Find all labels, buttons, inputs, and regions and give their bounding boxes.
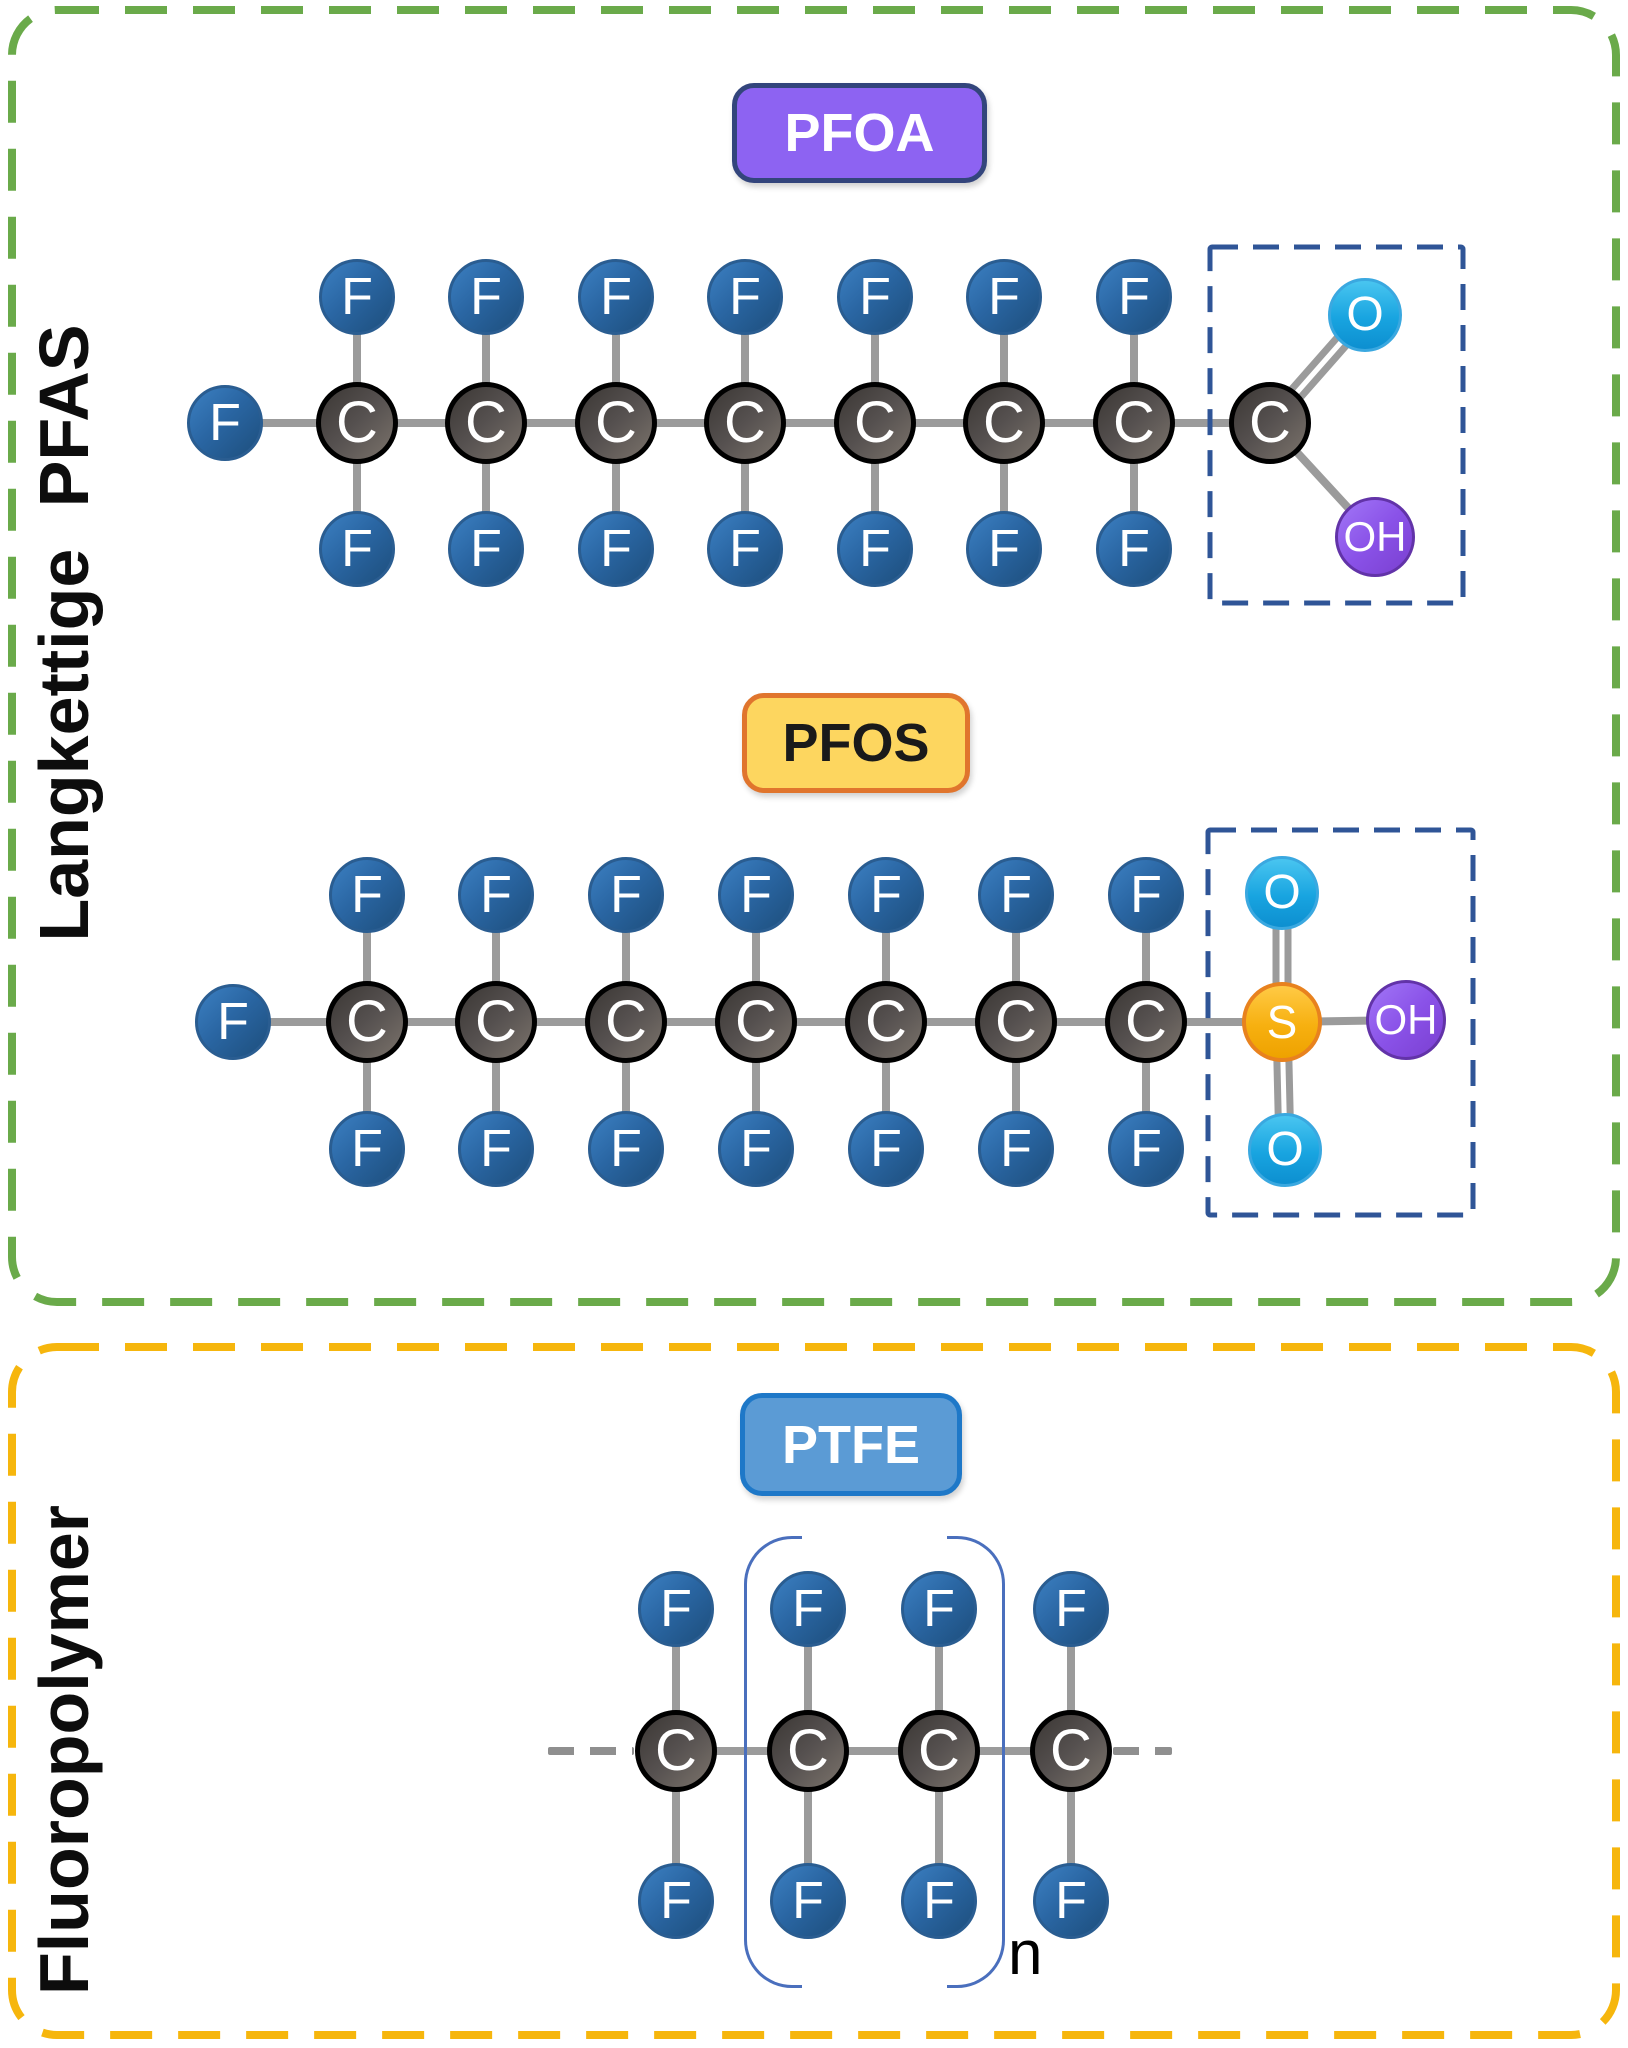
pfoa-badge: PFOA bbox=[732, 83, 987, 183]
section-label-langkettige-pfas: Langkettige PFAS bbox=[25, 324, 103, 942]
polymer-bracket-left bbox=[744, 1536, 802, 1988]
section-label-fluoropolymer: Fluoropolymer bbox=[25, 1504, 103, 1996]
pfos-badge: PFOS bbox=[742, 693, 970, 793]
polymer-bracket-right bbox=[947, 1536, 1005, 1988]
ptfe-badge: PTFE bbox=[740, 1393, 962, 1496]
polymer-repeat-count-label: n bbox=[1008, 1919, 1043, 1988]
